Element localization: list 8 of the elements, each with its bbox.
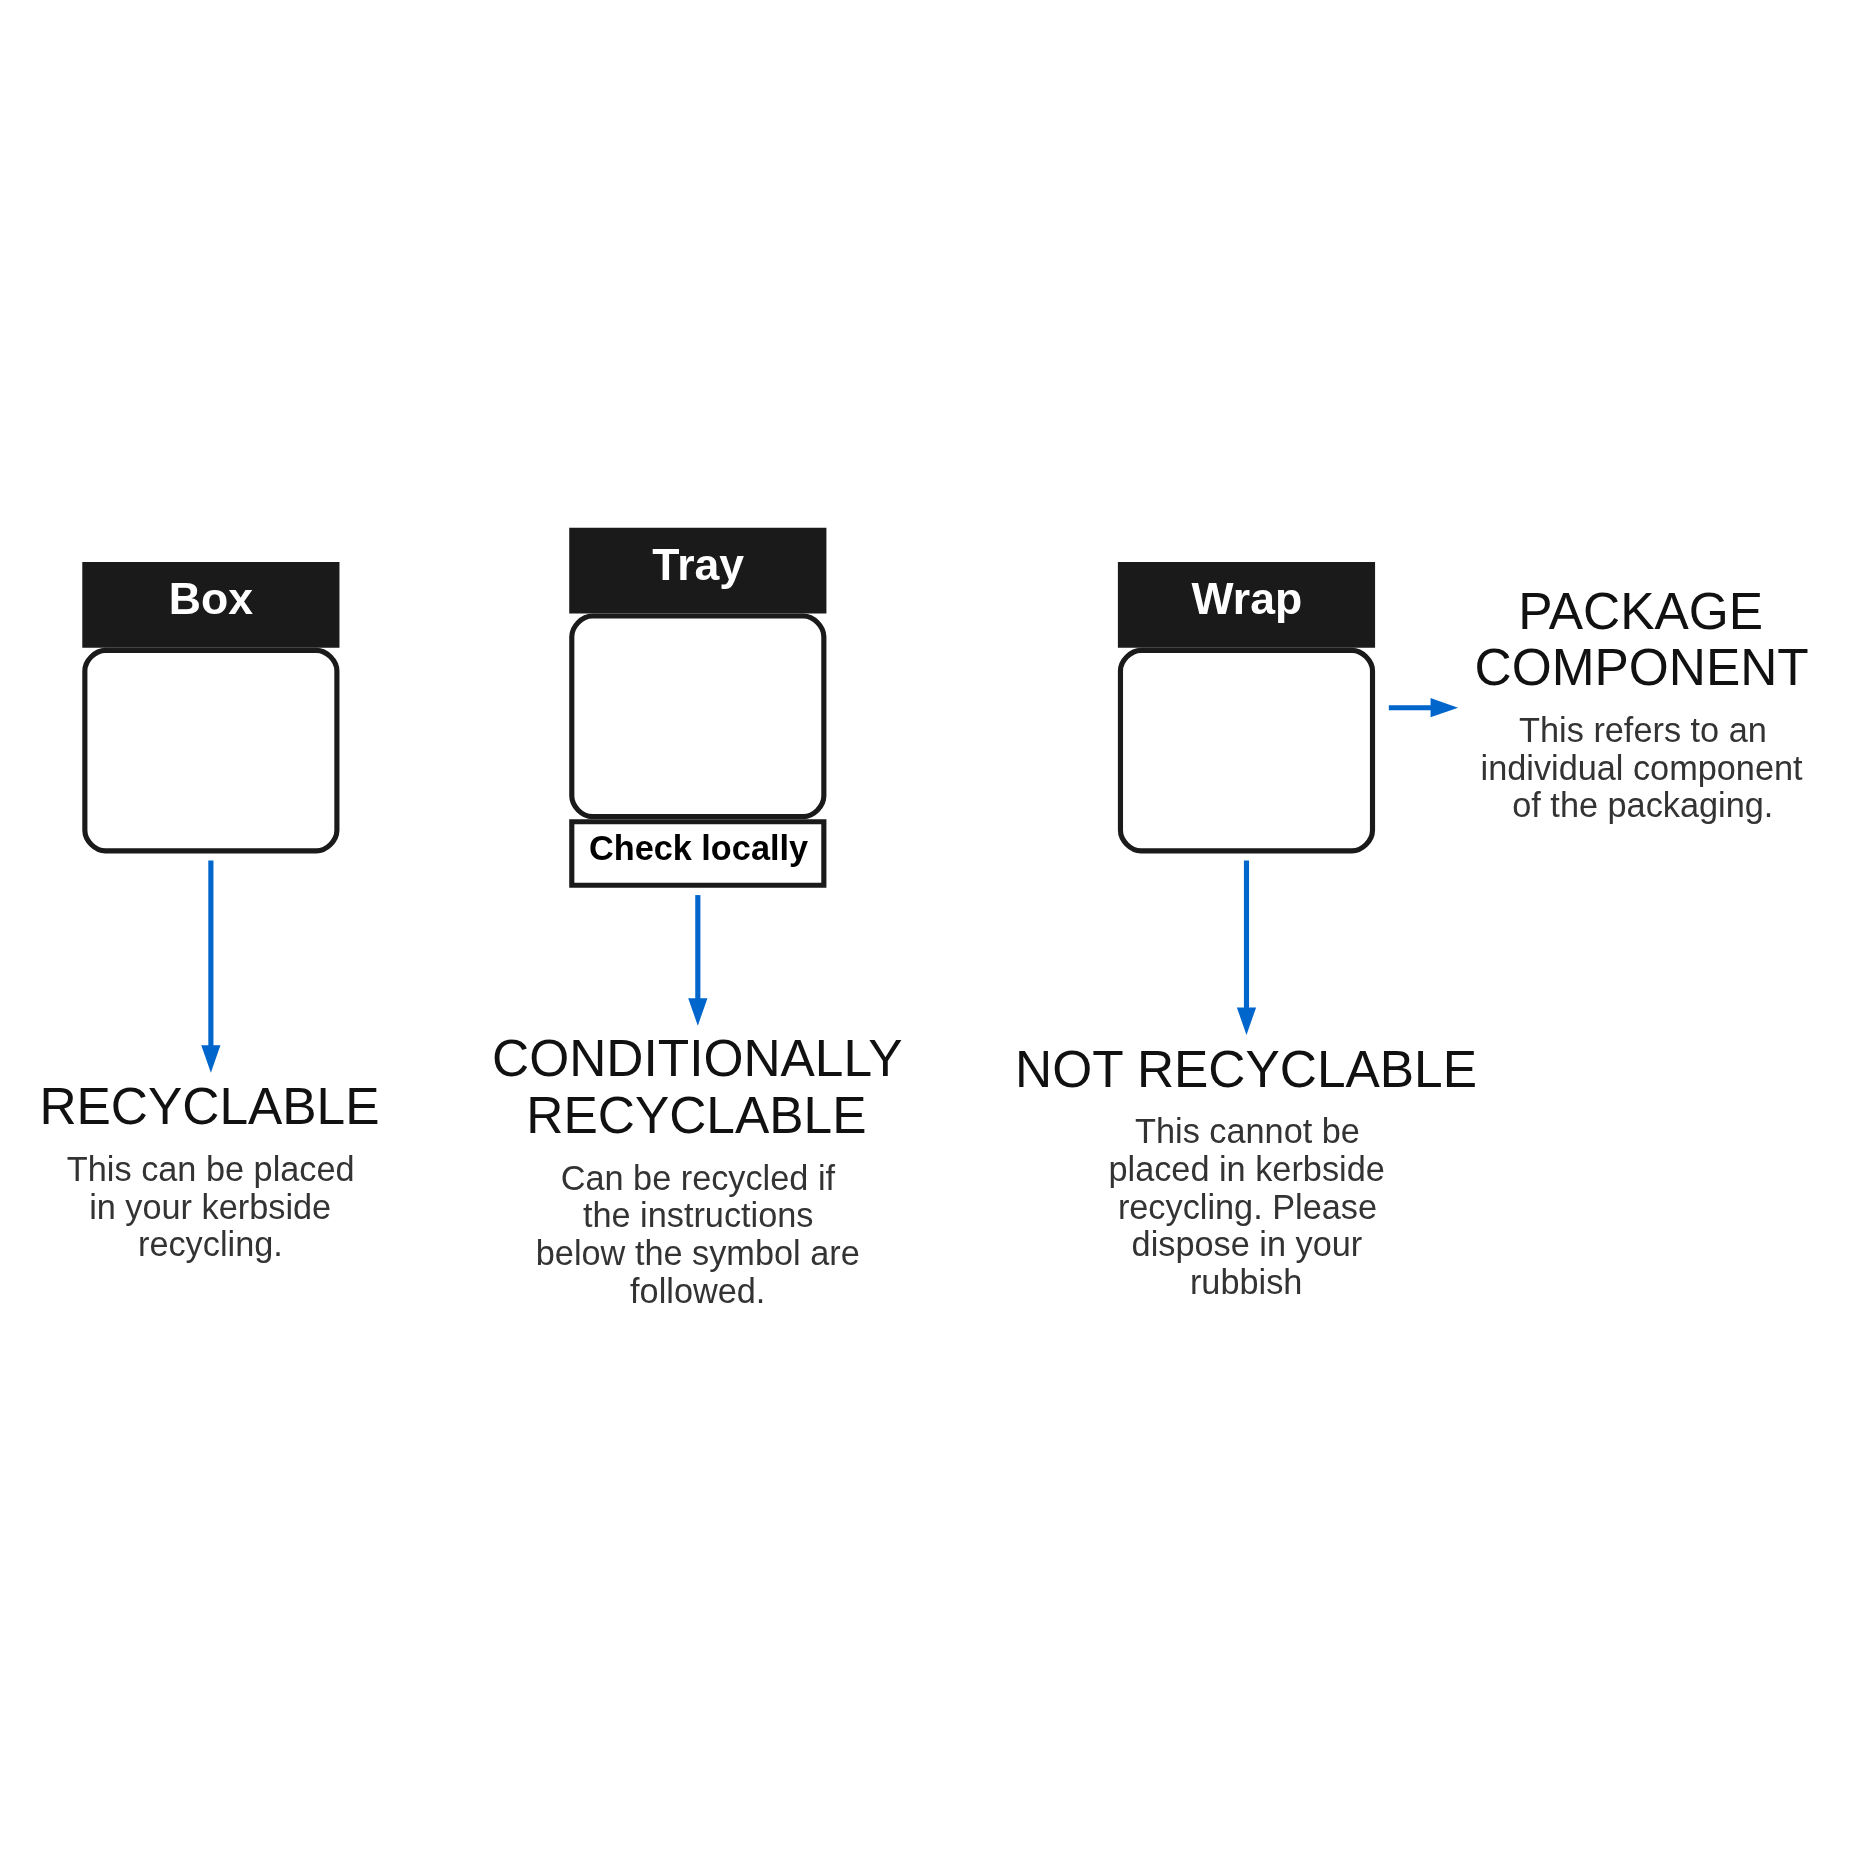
node-text: PACKAGE COMPONENT This refers to an individual component of the packaging.	[1474, 581, 1809, 824]
arrow	[688, 894, 708, 1026]
node-text: CONDITIONALLY RECYCLABLE Can be recycled if the instructions below the symbol are followed.	[492, 1028, 903, 1310]
node-text: NOT RECYCLABLE This cannot be placed in kerbside recycling. Please dispose in your rubbish	[1015, 1039, 1478, 1301]
arrow	[1236, 859, 1257, 1035]
node-text: RECYCLABLE This can be placed in your kerbside recycling.	[39, 1076, 380, 1263]
arrow	[1388, 697, 1459, 717]
arrow	[201, 859, 221, 1073]
